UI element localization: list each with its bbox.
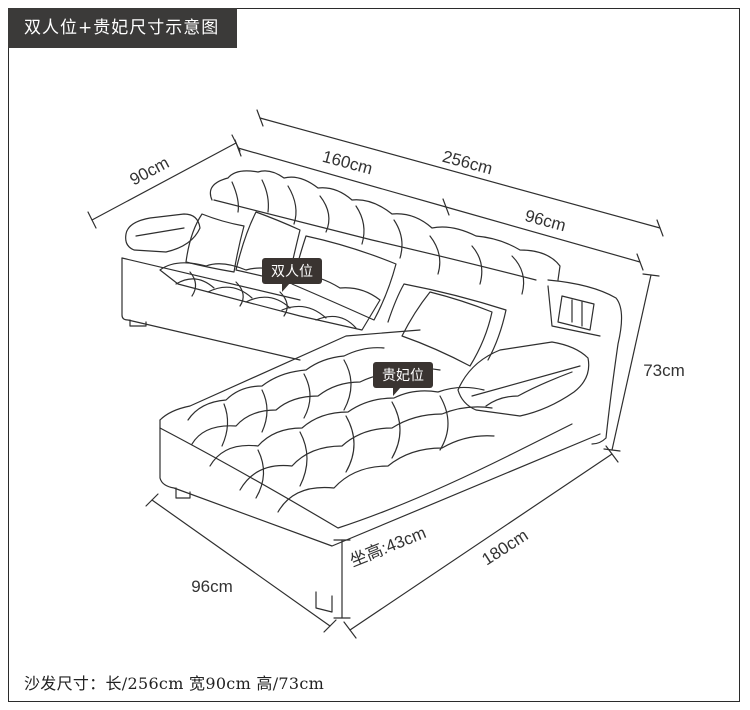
dim-seat-height: 坐高:43cm [347, 523, 429, 571]
dim-height: 73cm [643, 361, 685, 380]
page-title: 双人位+贵妃尺寸示意图 [8, 8, 238, 48]
diagram-frame [8, 8, 740, 702]
dim-chaise-length: 180cm [478, 526, 531, 570]
dimension-lines [87, 109, 664, 639]
double-seat-label: 双人位 [271, 264, 313, 280]
chaise-tag: 贵妃位 [373, 362, 433, 396]
chaise-label: 贵妃位 [382, 368, 424, 384]
double-seat [121, 170, 561, 361]
dim-chaise-depth: 96cm [191, 577, 233, 596]
dim-total-width: 256cm [440, 147, 494, 179]
chaise [159, 279, 623, 613]
dim-depth: 90cm [127, 153, 173, 189]
double-seat-tag: 双人位 [262, 258, 322, 292]
size-summary: 沙发尺寸：长/256cm 宽90cm 高/73cm [24, 674, 325, 693]
